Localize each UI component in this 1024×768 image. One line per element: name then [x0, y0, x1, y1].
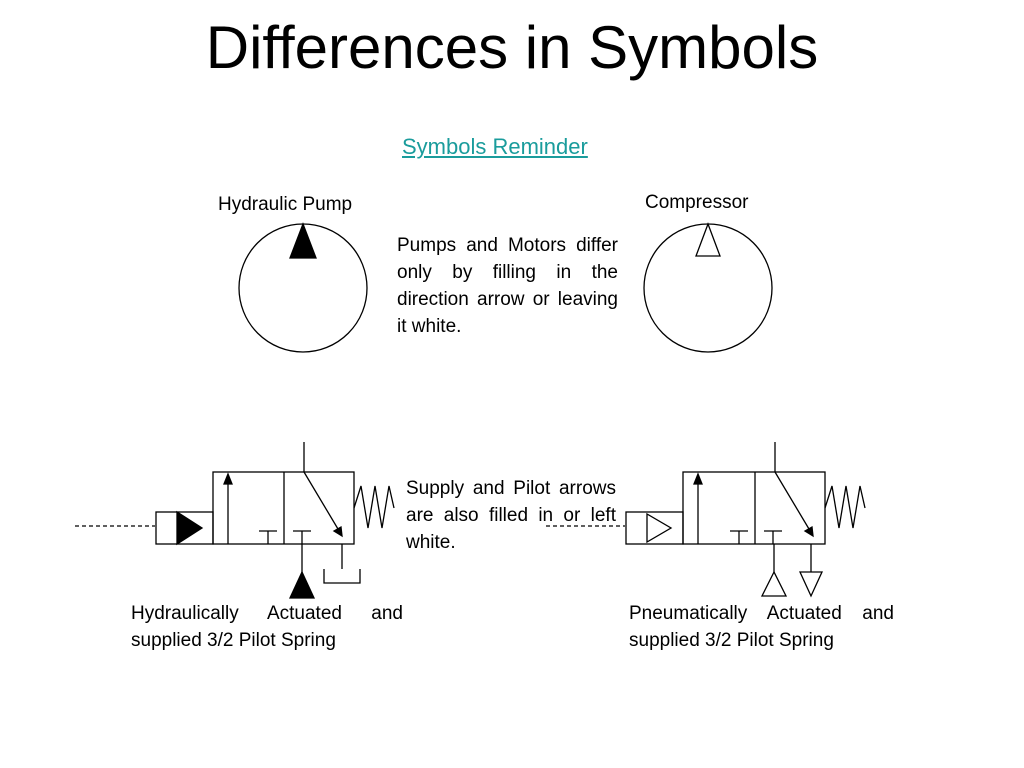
- filled-direction-arrow: [289, 222, 317, 259]
- hydraulic-tank-symbol: [323, 569, 361, 584]
- pneumatic-supply-arrow: [760, 570, 788, 597]
- pneumatic-valve-body: [682, 471, 826, 545]
- hydraulic-valve-symbol: [75, 442, 395, 599]
- pneumatic-valve-label: Pneumatically Actuated and supplied 3/2 …: [629, 603, 894, 651]
- compressor-symbol: [643, 222, 773, 353]
- pump-note: Pumps and Motors differ only by filling …: [397, 235, 618, 337]
- pneumatic-exhaust-arrow: [798, 571, 824, 598]
- arrow-note: Supply and Pilot arrows are also filled …: [406, 478, 616, 553]
- hydraulic-flow-arrow-diagonal: [303, 471, 339, 530]
- white-direction-arrow: [695, 222, 721, 257]
- pneumatic-valve-symbol: [546, 442, 866, 598]
- hydraulic-pump-symbol: [238, 222, 368, 353]
- hydraulic-return-spring: [353, 485, 395, 529]
- hydraulic-valve-label: Hydraulically Actuated and supplied 3/2 …: [131, 603, 403, 651]
- symbols-reminder-link[interactable]: Symbols Reminder: [402, 134, 588, 159]
- compressor-label: Compressor: [645, 192, 749, 213]
- hydraulic-supply-arrow: [288, 570, 316, 599]
- hydraulic-pilot-arrow: [176, 510, 204, 546]
- pneumatic-pilot-arrow: [646, 512, 673, 544]
- pneumatic-flow-arrow-diagonal: [774, 471, 810, 530]
- page-title: Differences in Symbols: [205, 14, 819, 81]
- pneumatic-return-spring: [824, 485, 866, 529]
- hydraulic-pump-label: Hydraulic Pump: [218, 194, 353, 215]
